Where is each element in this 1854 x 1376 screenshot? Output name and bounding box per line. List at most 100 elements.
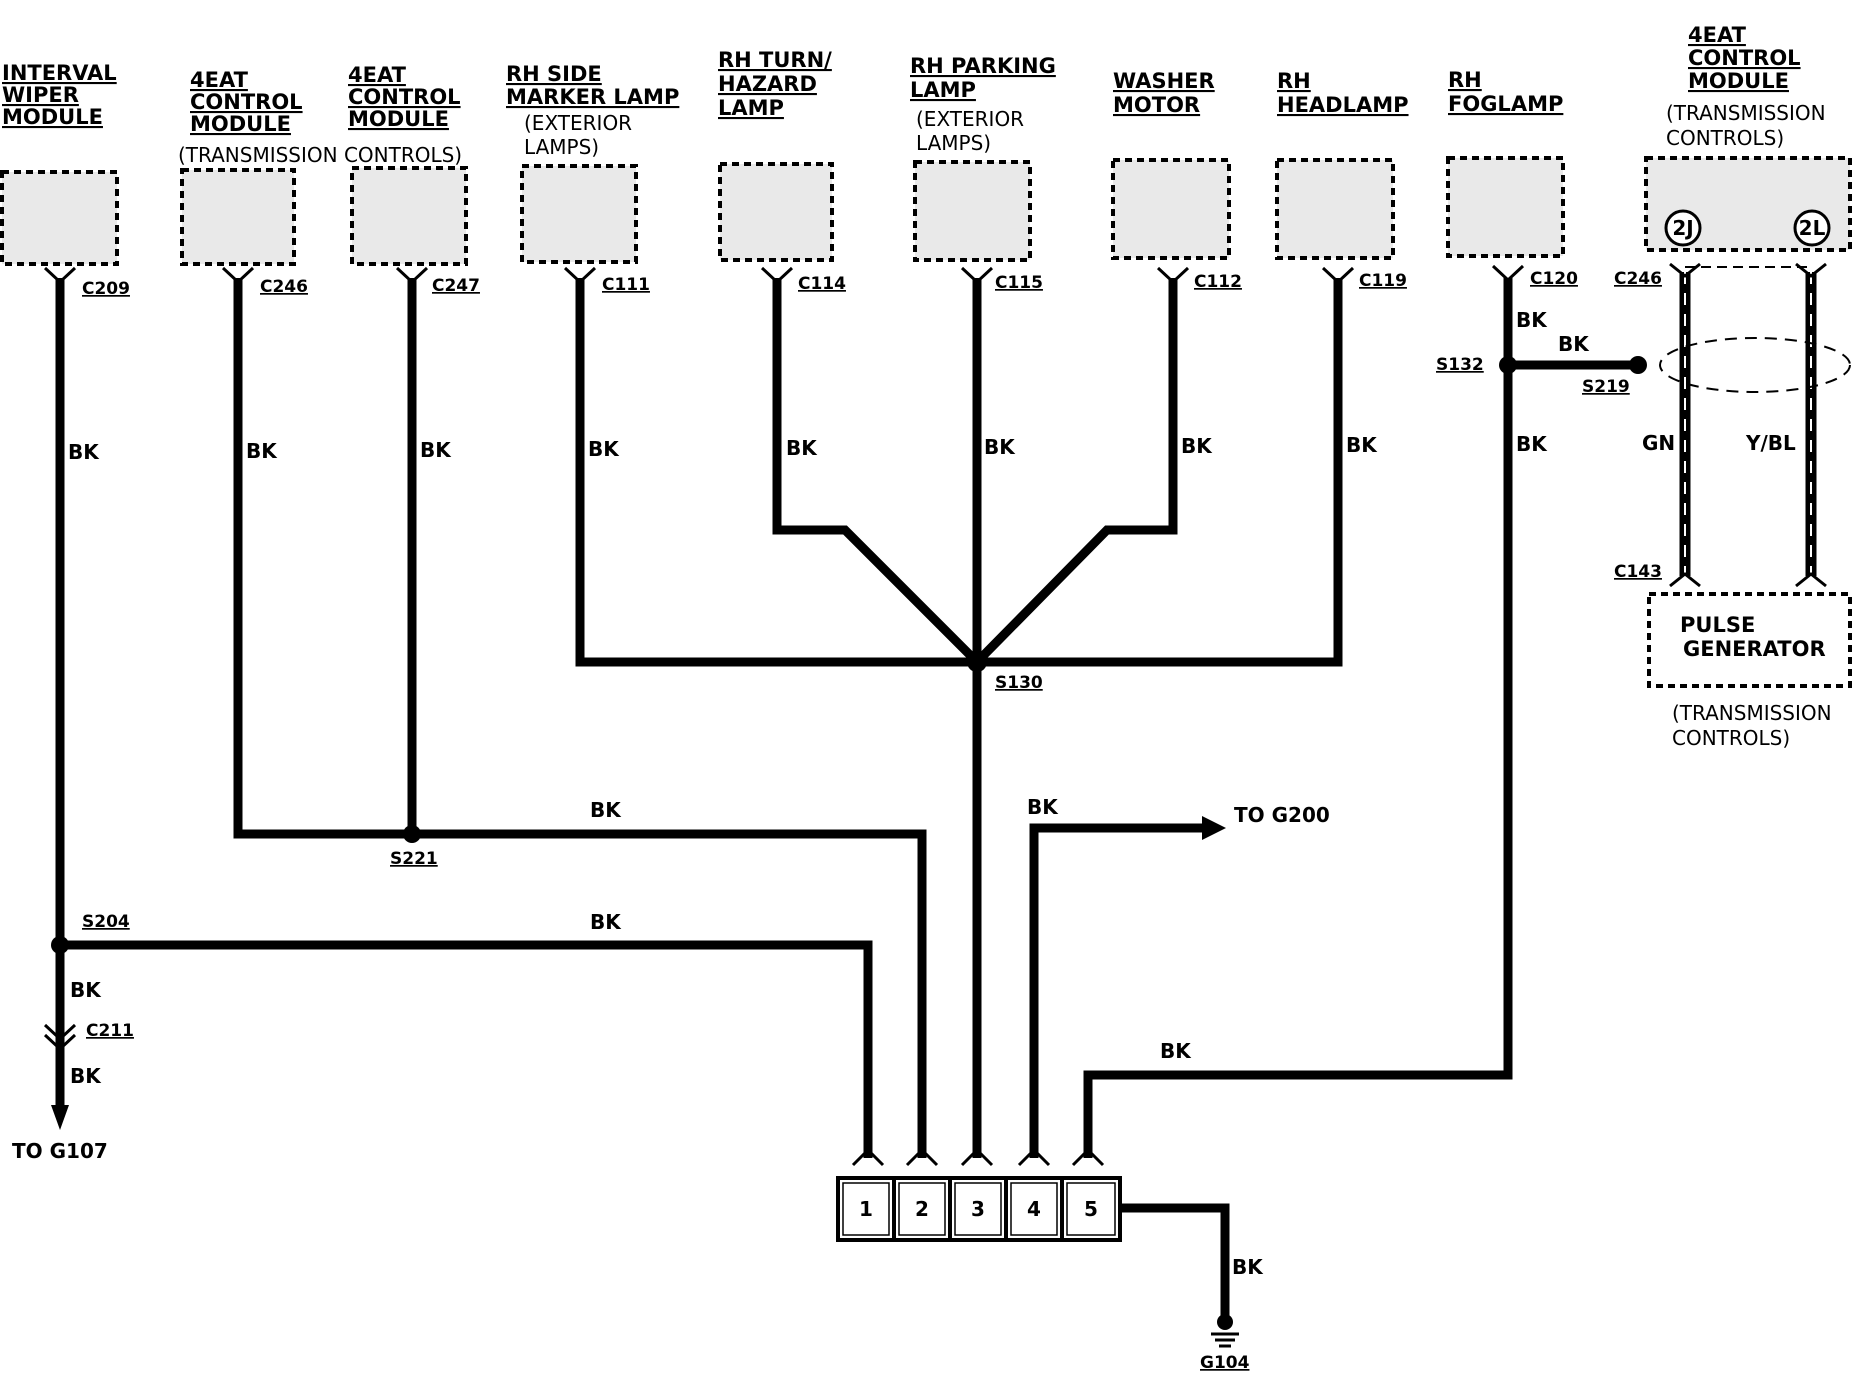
rh-headlamp-box: [1275, 158, 1395, 260]
splice-s204: [51, 936, 69, 954]
svg-text:2L: 2L: [1799, 216, 1826, 240]
svg-text:MOTOR: MOTOR: [1113, 93, 1200, 117]
connector-c111-label: C111: [602, 275, 650, 295]
to-g107-label: TO G107: [12, 1139, 108, 1163]
svg-text:LAMPS): LAMPS): [524, 135, 599, 159]
rh-parking-lamp-title: RH PARKING LAMP (EXTERIOR LAMPS): [910, 54, 1056, 155]
pin-2j: 2J: [1664, 209, 1702, 247]
svg-text:MODULE: MODULE: [190, 112, 291, 136]
washer-motor-box: [1111, 158, 1231, 260]
transmission-controls-note: (TRANSMISSION CONTROLS): [178, 143, 462, 167]
connector-symbols: [43, 262, 1827, 1167]
splice-s204-label: S204: [82, 912, 130, 932]
connector-c143-label: C143: [1614, 562, 1662, 582]
svg-text:MODULE: MODULE: [1688, 69, 1789, 93]
svg-text:CONTROL: CONTROL: [348, 85, 461, 109]
svg-text:BK: BK: [786, 436, 818, 460]
svg-text:(EXTERIOR: (EXTERIOR: [916, 107, 1024, 131]
connector-c246-label: C246: [260, 277, 308, 297]
interval-wiper-module-box: [0, 170, 119, 266]
connector-c246-right-label: C246: [1614, 269, 1662, 289]
svg-text:CONTROL: CONTROL: [190, 90, 303, 114]
4eat-control-module-c246-title: 4EAT CONTROL MODULE: [190, 68, 303, 136]
svg-text:RH TURN/: RH TURN/: [718, 48, 832, 72]
svg-text:BK: BK: [588, 437, 620, 461]
svg-text:BK: BK: [1232, 1255, 1264, 1279]
ground-pin-2: 2: [915, 1197, 929, 1221]
svg-text:BK: BK: [420, 438, 452, 462]
svg-text:LAMPS): LAMPS): [916, 131, 991, 155]
svg-text:4EAT: 4EAT: [348, 63, 407, 87]
svg-text:(TRANSMISSION: (TRANSMISSION: [1672, 701, 1832, 725]
svg-text:RH: RH: [1277, 69, 1311, 93]
rh-foglamp-title: RH FOGLAMP: [1448, 68, 1563, 116]
svg-text:4EAT: 4EAT: [190, 68, 249, 92]
splice-s221: [403, 825, 421, 843]
svg-text:RH: RH: [1448, 68, 1482, 92]
ground-pin-3: 3: [971, 1197, 985, 1221]
ground-icon: [1211, 1314, 1239, 1348]
svg-text:MODULE: MODULE: [2, 105, 103, 129]
rh-turn-hazard-lamp-box: [718, 162, 834, 262]
connector-c211-label: C211: [86, 1021, 134, 1041]
4eat-c246-module-box: [180, 168, 296, 266]
g104-label: G104: [1200, 1353, 1250, 1373]
to-g107-arrow-icon: [51, 1105, 69, 1130]
washer-motor-title: WASHER MOTOR: [1113, 69, 1215, 117]
svg-text:BK: BK: [590, 798, 622, 822]
svg-text:BK: BK: [1516, 308, 1548, 332]
4eat-c247-module-box: [350, 166, 468, 266]
shielded-pair: [1659, 266, 1851, 576]
svg-text:2J: 2J: [1672, 216, 1693, 240]
svg-text:4EAT: 4EAT: [1688, 23, 1747, 47]
rh-headlamp-title: RH HEADLAMP: [1277, 69, 1409, 117]
connector-c209-label: C209: [82, 279, 130, 299]
connector-c119-label: C119: [1359, 271, 1407, 291]
svg-text:HEADLAMP: HEADLAMP: [1277, 93, 1409, 117]
to-g200-label: TO G200: [1234, 803, 1330, 827]
interval-wiper-module-title: INTERVAL WIPER MODULE: [2, 61, 117, 129]
splice-s219-label: S219: [1582, 377, 1630, 397]
ground-pin-1: 1: [859, 1197, 873, 1221]
bk-wires: [55, 278, 1638, 1320]
svg-text:GN: GN: [1642, 431, 1675, 455]
svg-text:BK: BK: [68, 440, 100, 464]
svg-text:CONTROLS): CONTROLS): [1666, 126, 1784, 150]
svg-text:RH SIDE: RH SIDE: [506, 62, 602, 86]
to-g200-arrow-icon: [1202, 816, 1226, 840]
4eat-control-module-right-title: 4EAT CONTROL MODULE (TRANSMISSION CONTRO…: [1666, 23, 1826, 150]
svg-text:BK: BK: [984, 435, 1016, 459]
svg-text:PULSE: PULSE: [1680, 613, 1755, 637]
svg-text:BK: BK: [70, 1064, 102, 1088]
connector-c247-label: C247: [432, 276, 480, 296]
svg-text:BK: BK: [590, 910, 622, 934]
rh-turn-hazard-lamp-title: RH TURN/ HAZARD LAMP: [718, 48, 832, 120]
ground-pin-4: 4: [1027, 1197, 1041, 1221]
splice-s221-label: S221: [390, 849, 438, 869]
pin-2l: 2L: [1793, 209, 1831, 247]
pulse-generator-title: PULSE GENERATOR: [1680, 613, 1826, 661]
rh-side-marker-lamp-box: [520, 164, 638, 264]
connector-c115-label: C115: [995, 273, 1043, 293]
svg-text:BK: BK: [1558, 332, 1590, 356]
svg-text:LAMP: LAMP: [718, 96, 784, 120]
svg-text:MODULE: MODULE: [348, 107, 449, 131]
svg-text:BK: BK: [70, 978, 102, 1002]
wire-color-labels: BK BK BK BK BK BK BK BK BK BK BK BK BK B…: [68, 308, 1796, 1279]
svg-text:MARKER LAMP: MARKER LAMP: [506, 85, 679, 109]
svg-text:WIPER: WIPER: [2, 83, 79, 107]
svg-text:(TRANSMISSION: (TRANSMISSION: [1666, 101, 1826, 125]
svg-text:(EXTERIOR: (EXTERIOR: [524, 111, 632, 135]
svg-text:INTERVAL: INTERVAL: [2, 61, 117, 85]
svg-text:FOGLAMP: FOGLAMP: [1448, 92, 1563, 116]
svg-text:CONTROL: CONTROL: [1688, 46, 1801, 70]
svg-text:BK: BK: [1160, 1039, 1192, 1063]
4eat-control-module-c247-title: 4EAT CONTROL MODULE: [348, 63, 461, 131]
splice-s219: [1629, 356, 1647, 374]
pulse-generator-box: [1647, 592, 1852, 688]
splice-s130-label: S130: [995, 673, 1043, 693]
ground-pin-5: 5: [1084, 1197, 1098, 1221]
svg-text:GENERATOR: GENERATOR: [1683, 637, 1826, 661]
svg-text:WASHER: WASHER: [1113, 69, 1215, 93]
